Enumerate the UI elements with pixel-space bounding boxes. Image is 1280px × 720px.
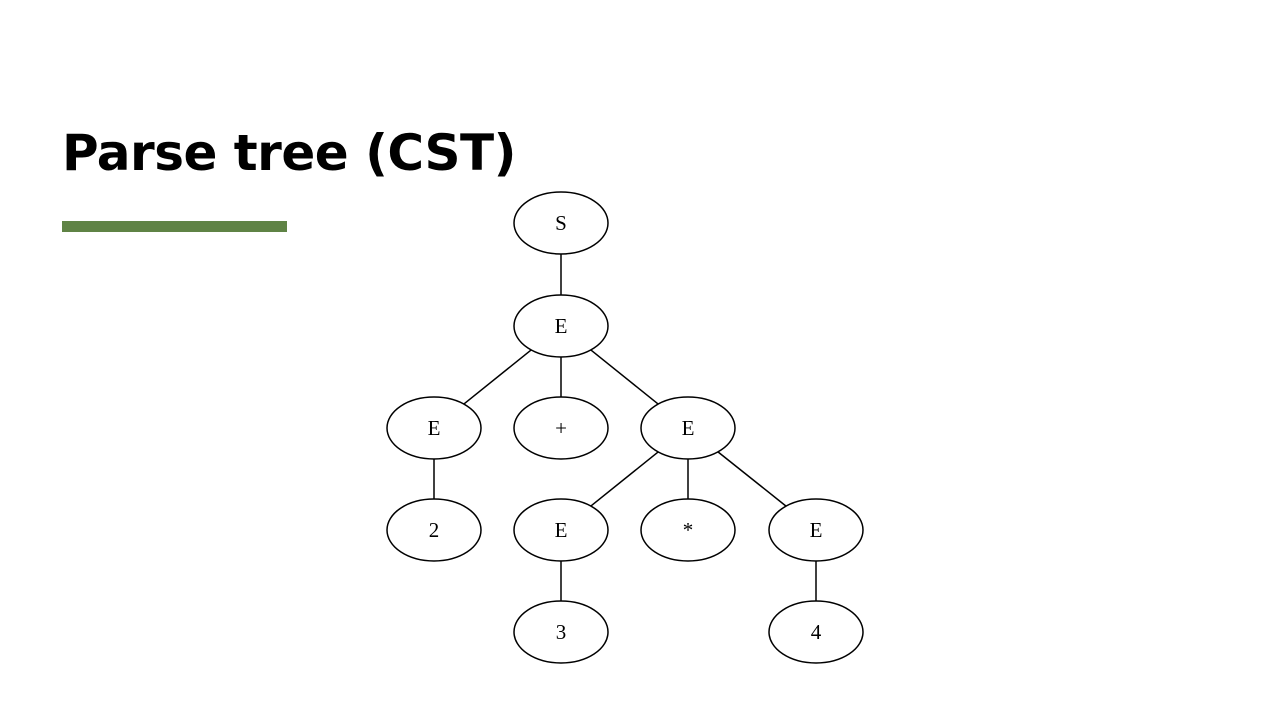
tree-node-s: S xyxy=(513,191,609,255)
tree-node-2: 2 xyxy=(386,498,482,562)
tree-node-ellipse xyxy=(768,600,864,664)
tree-edge-E1-E2 xyxy=(463,349,532,405)
tree-node-label: 4 xyxy=(811,620,822,644)
tree-node-e3: E xyxy=(640,396,736,460)
tree-node-e2: E xyxy=(386,396,482,460)
tree-node-label: E xyxy=(682,416,695,440)
tree-node-ellipse xyxy=(513,498,609,562)
tree-node-ellipse xyxy=(513,294,609,358)
tree-node-ellipse xyxy=(386,396,482,460)
tree-edge-E3-E5 xyxy=(717,451,787,507)
tree-node-e1: E xyxy=(513,294,609,358)
tree-node-label: + xyxy=(555,416,567,440)
tree-node-star: * xyxy=(640,498,736,562)
tree-edge-E3-E4 xyxy=(590,451,659,507)
tree-node-plus: + xyxy=(513,396,609,460)
tree-node-ellipse xyxy=(513,396,609,460)
tree-node-4: 4 xyxy=(768,600,864,664)
tree-edge-E1-E3 xyxy=(590,349,659,405)
tree-node-ellipse xyxy=(513,600,609,664)
tree-node-e4: E xyxy=(513,498,609,562)
tree-node-ellipse xyxy=(513,191,609,255)
tree-node-label: E xyxy=(555,314,568,338)
tree-node-label: 2 xyxy=(429,518,440,542)
title-accent-bar xyxy=(62,221,287,232)
tree-node-label: E xyxy=(810,518,823,542)
tree-node-3: 3 xyxy=(513,600,609,664)
tree-node-label: S xyxy=(555,211,567,235)
tree-node-ellipse xyxy=(640,396,736,460)
tree-node-label: 3 xyxy=(556,620,567,644)
tree-node-label: * xyxy=(683,518,694,542)
tree-node-e5: E xyxy=(768,498,864,562)
tree-node-ellipse xyxy=(386,498,482,562)
slide-title: Parse tree (CST) xyxy=(62,124,517,182)
tree-node-ellipse xyxy=(640,498,736,562)
tree-node-ellipse xyxy=(768,498,864,562)
tree-node-label: E xyxy=(428,416,441,440)
tree-node-label: E xyxy=(555,518,568,542)
